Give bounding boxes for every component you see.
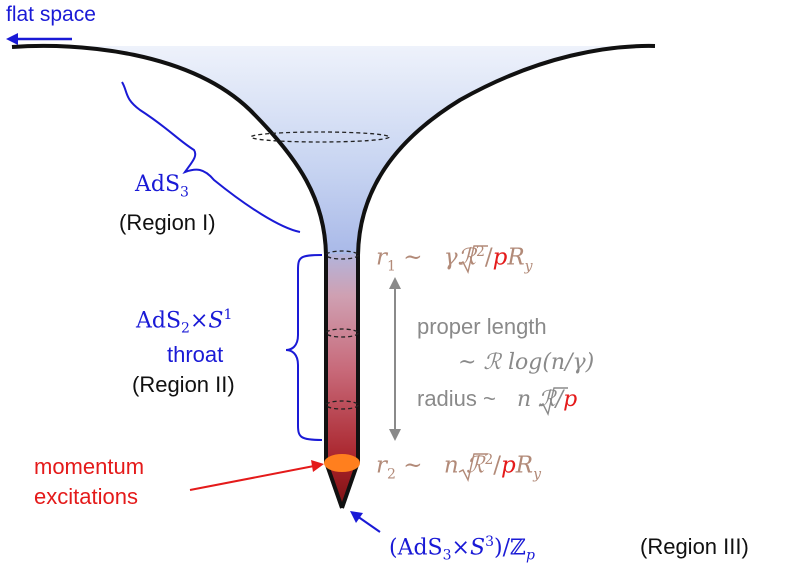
- region-3-arrow: [356, 515, 381, 533]
- r2-r: r: [376, 452, 387, 479]
- region-3-math: (AdS3×S3)/ℤp: [389, 534, 535, 564]
- ads3-label: AdS3: [135, 172, 189, 200]
- region-3-sub3: 3: [442, 547, 452, 564]
- r1-Ry: R: [507, 244, 525, 271]
- cross-section-ellipse-r1: [325, 250, 359, 260]
- region-2-label: (Region II): [132, 372, 235, 397]
- ads2-times: ×: [189, 308, 209, 334]
- r1-subscript: 1: [387, 258, 396, 275]
- radius-sqrt-sign: [538, 387, 568, 417]
- ads2-S: S: [208, 308, 224, 334]
- radius-p: p: [563, 387, 578, 412]
- momentum-arrowhead: [311, 460, 324, 472]
- ads2-text: AdS: [136, 308, 182, 334]
- momentum-label: momentum: [34, 454, 145, 479]
- r1-slash: /: [484, 244, 493, 271]
- region-1-brace: [121, 81, 301, 233]
- region-3-open: (AdS: [389, 535, 443, 561]
- ads3-subscript: 3: [180, 184, 189, 201]
- r2-p: p: [501, 452, 516, 479]
- radius-n: n: [517, 387, 532, 412]
- flat-space-label: flat space: [6, 3, 96, 26]
- momentum-excitation-blob: [324, 454, 360, 472]
- proper-length-label: proper length: [417, 314, 547, 339]
- proper-length-expr: ~ ℛ log(n/γ): [458, 350, 595, 375]
- cross-section-ellipse-mid: [325, 328, 359, 338]
- cross-section-ellipse-low: [325, 400, 359, 410]
- throat-label: throat: [167, 342, 224, 367]
- region-3-sup: 3: [485, 534, 494, 550]
- r2-sim: ~: [395, 452, 430, 479]
- r1-sqrt-sign: [458, 245, 488, 275]
- funnel-left-outline: [11, 43, 344, 509]
- r1-gamma: γ: [443, 244, 458, 271]
- r2-n: n: [443, 452, 459, 479]
- r1-y: y: [524, 258, 533, 275]
- ads2-superscript: 1: [223, 307, 233, 323]
- r2-superscript: 2: [484, 452, 494, 468]
- flat-space-arrowhead: [6, 33, 18, 45]
- momentum-arrow: [189, 465, 315, 491]
- region-3-times: ×: [451, 535, 470, 561]
- funnel-right-outline: [340, 43, 656, 509]
- funnel-region-1-fill: [12, 45, 655, 255]
- ads2-s1-label: AdS2×S1: [136, 307, 232, 337]
- r2-R: ℛ: [458, 452, 485, 479]
- r2-Ry: R: [515, 452, 534, 479]
- r2-y: y: [533, 466, 541, 483]
- cross-section-ellipse-top: [250, 131, 390, 143]
- r1-p: p: [492, 244, 508, 271]
- r2-subscript: 2: [387, 466, 396, 483]
- proper-length-arrowhead-bottom: [389, 429, 401, 441]
- region-2-brace: [285, 254, 323, 441]
- region-3-S: S: [469, 535, 486, 561]
- radius-label: radius ~: [417, 386, 502, 411]
- r1-r: r: [376, 244, 387, 271]
- radius-rest: ℛ/: [531, 387, 564, 412]
- excitations-label: excitations: [34, 484, 138, 509]
- r1-formula: r1 ~ γℛ2/pRy: [376, 244, 533, 274]
- region-3-p: p: [526, 547, 536, 564]
- radius-formula: radius ~ n ℛ/p: [417, 386, 577, 412]
- r2-formula: r2 ~ n ℛ2/pRy: [376, 452, 541, 482]
- r1-sim: ~: [395, 244, 430, 271]
- proper-length-arrowhead-top: [389, 277, 401, 289]
- r2-slash: /: [493, 452, 501, 479]
- region-3-label: (Region III): [640, 534, 749, 559]
- tip-fill: [326, 462, 358, 508]
- ads3-text: AdS: [135, 172, 181, 197]
- throat-fill: [326, 254, 358, 464]
- r2-sqrt-sign: [458, 453, 488, 483]
- ads2-subscript: 2: [181, 320, 190, 337]
- region-1-label: (Region I): [119, 210, 216, 235]
- r1-R: ℛ: [457, 244, 476, 271]
- region-3-arrowhead: [350, 511, 363, 523]
- region-3-close: )/ℤ: [493, 535, 527, 561]
- r1-superscript: 2: [475, 244, 485, 260]
